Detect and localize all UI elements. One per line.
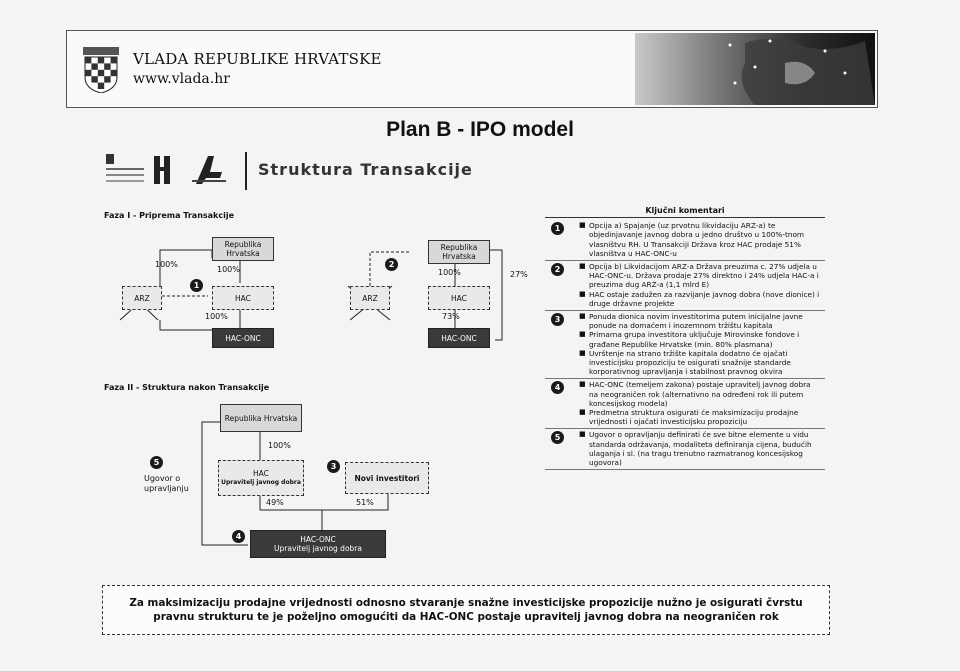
step-5-marker: 5: [150, 456, 163, 469]
comment-group: 1■Opcija a) Spajanje (uz prvotnu likvida…: [545, 220, 825, 262]
comment-text: HAC ostaje zadužen za razvijanje javnog …: [589, 289, 820, 308]
bullet-icon: ■: [579, 262, 586, 271]
comment-text: HAC-ONC (temeljem zakona) postaje upravi…: [589, 380, 811, 408]
comment-text: Uvrštenje na strano tržište kapitala dod…: [589, 348, 791, 377]
bullet-icon: ■: [579, 408, 586, 417]
hac-box-phase1b: HAC: [428, 286, 490, 310]
hac-onc-sub: Upravitelj javnog dobra: [274, 544, 362, 553]
pct-arz-phase1a: 100%: [155, 260, 178, 269]
pct-onc-phase1a: 100%: [205, 312, 228, 321]
phase-2-label: Faza II - Struktura nakon Transakcije: [104, 383, 270, 392]
ugovor-label: Ugovor o upravljanju: [144, 474, 189, 493]
comment-step-marker: 2: [551, 263, 564, 277]
hac-onc-box-phase1b: HAC-ONC: [428, 328, 490, 348]
key-comments: Ključni komentari 1■Opcija a) Spajanje (…: [545, 206, 825, 471]
hac-title-phase2: HAC: [253, 469, 269, 478]
pct-rh-phase2: 100%: [268, 441, 291, 450]
comment-group: 2■Opcija b) Likvidacijom ARZ-a Država pr…: [545, 261, 825, 312]
comment-text: Primarna grupa investitora uključuje Mir…: [589, 330, 800, 349]
step-3-marker: 3: [327, 460, 340, 473]
government-name: VLADA REPUBLIKE HRVATSKE: [133, 50, 382, 68]
comment-item: ■Predmetna struktura osigurati će maksim…: [545, 408, 825, 426]
comment-group: 4■HAC-ONC (temeljem zakona) postaje upra…: [545, 379, 825, 430]
hac-onc-box-phase1a: HAC-ONC: [212, 328, 274, 348]
comments-heading: Ključni komentari: [545, 206, 825, 219]
phase-2-connectors: [201, 421, 389, 546]
hac-logo-icon: [154, 156, 170, 184]
comment-item: ■Ponuda dionica novim investitorima pute…: [545, 312, 825, 330]
rh-box-phase1b: Republika Hrvatska: [428, 240, 490, 264]
arz-box-phase1b: ARZ: [350, 286, 390, 310]
comment-step-marker: 1: [551, 222, 564, 236]
hac-sub-phase2: Upravitelj javnog dobra: [221, 479, 301, 486]
step-4-marker: 4: [232, 530, 245, 543]
comment-item: ■Opcija a) Spajanje (uz prvotnu likvidac…: [545, 221, 825, 258]
comment-item: ■Uvrštenje na strano tržište kapitala do…: [545, 349, 825, 377]
pct-hac-phase1b: 100%: [438, 268, 461, 277]
arz-logo-icon: [106, 154, 144, 182]
phase-1-label: Faza I - Priprema Transakcije: [104, 211, 235, 220]
pct-onc-phase1b: 73%: [442, 312, 460, 321]
pct-hac-phase2: 49%: [266, 498, 284, 507]
comment-item: ■Ugovor o opravljanju definirati će sve …: [545, 430, 825, 467]
government-url[interactable]: www.vlada.hr: [133, 71, 230, 87]
pct-novi-phase2: 51%: [356, 498, 374, 507]
novi-investitori-box: Novi investitori: [345, 462, 429, 494]
comment-item: ■HAC ostaje zadužen za razvijanje javnog…: [545, 290, 825, 308]
hac-onc-logo-icon: [192, 156, 226, 184]
rh-box-phase1a: Republika Hrvatska: [212, 237, 274, 261]
comment-text: Ponuda dionica novim investitorima putem…: [589, 312, 803, 331]
hac-onc-title: HAC-ONC: [300, 535, 336, 544]
bullet-icon: ■: [579, 289, 586, 298]
government-header: VLADA REPUBLIKE HRVATSKE www.vlada.hr: [66, 30, 878, 108]
europe-map-banner: [635, 33, 875, 105]
pct-hac-phase1a: 100%: [217, 265, 240, 274]
bullet-icon: ■: [579, 312, 586, 321]
comment-item: ■Primarna grupa investitora uključuje Mi…: [545, 330, 825, 348]
comment-item: ■Opcija b) Likvidacijom ARZ-a Država pre…: [545, 262, 825, 290]
hac-box-phase2: HAC Upravitelj javnog dobra: [218, 460, 304, 496]
hac-box-phase1a: HAC: [212, 286, 274, 310]
comment-text: Ugovor o opravljanju definirati će sve b…: [589, 430, 812, 468]
comment-step-marker: 3: [551, 313, 564, 327]
comment-text: Predmetna struktura osigurati će maksimi…: [589, 408, 799, 427]
phase-1-right-connectors: [454, 249, 503, 341]
comment-group: 3■Ponuda dionica novim investitorima put…: [545, 311, 825, 380]
company-logos: [106, 154, 226, 184]
comment-step-marker: 5: [551, 431, 564, 445]
arz-box-phase1a: ARZ: [122, 286, 162, 310]
bullet-icon: ■: [579, 430, 586, 439]
comment-step-marker: 4: [551, 381, 564, 395]
title-divider: [245, 152, 247, 190]
bullet-icon: ■: [579, 221, 586, 230]
comment-group: 5■Ugovor o opravljanju definirati će sve…: [545, 429, 825, 471]
bullet-icon: ■: [579, 348, 586, 357]
step-2-marker: 2: [385, 258, 398, 271]
footer-conclusion: Za maksimizaciju prodajne vrijednosti od…: [102, 585, 830, 635]
bullet-icon: ■: [579, 330, 586, 339]
comment-item: ■HAC-ONC (temeljem zakona) postaje uprav…: [545, 380, 825, 408]
pct-direct-phase1b: 27%: [510, 270, 528, 279]
rh-box-phase2: Republika Hrvatska: [220, 404, 302, 432]
comment-text: Opcija a) Spajanje (uz prvotnu likvidaci…: [589, 221, 805, 258]
comment-text: Opcija b) Likvidacijom ARZ-a Država preu…: [589, 262, 819, 290]
slide-title: Plan B - IPO model: [386, 118, 574, 141]
section-subtitle: Struktura Transakcije: [258, 160, 473, 179]
coat-of-arms-icon: [83, 47, 119, 93]
bullet-icon: ■: [579, 380, 586, 389]
step-1-marker: 1: [190, 279, 203, 292]
hac-onc-box-phase2: HAC-ONC Upravitelj javnog dobra: [250, 530, 386, 558]
